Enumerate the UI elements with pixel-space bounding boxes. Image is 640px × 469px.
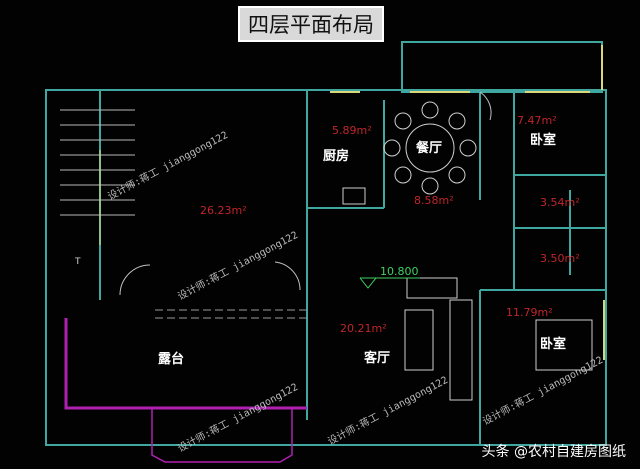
- terrace-edge: [155, 309, 307, 319]
- bedroom2-label: 卧室: [540, 336, 566, 352]
- watermark: 设计师:蒋工 jianggong122: [105, 128, 230, 203]
- bath2-area: 3.50m²: [540, 252, 580, 265]
- terrace-railing: [64, 318, 307, 463]
- bath1-area: 3.54m²: [540, 196, 580, 209]
- bedroom1-area: 7.47m²: [517, 114, 557, 127]
- kitchen-area: 5.89m²: [332, 124, 372, 137]
- kitchen-label: 厨房: [323, 148, 349, 164]
- watermark: 设计师:蒋工 jianggong122: [480, 353, 605, 428]
- watermark: 设计师:蒋工 jianggong122: [175, 380, 300, 455]
- dining-label: 餐厅: [415, 140, 442, 156]
- watermark: 设计师:蒋工 jianggong122: [325, 373, 450, 448]
- bedroom1-label: 卧室: [530, 132, 556, 148]
- stairs: [60, 109, 135, 245]
- door-swings: [119, 91, 492, 296]
- stair-mark: T: [74, 257, 81, 267]
- living-label: 客厅: [364, 350, 390, 366]
- dining-area: 8.58m²: [414, 194, 454, 207]
- elevation-marker: [359, 277, 420, 289]
- walls: [45, 41, 607, 446]
- bedroom2-area: 11.79m²: [506, 306, 553, 319]
- furniture: [342, 101, 593, 401]
- watermark: 设计师:蒋工 jianggong122: [175, 228, 300, 303]
- elevation-text: 10.800: [380, 265, 419, 278]
- terrace-label: 露台: [158, 351, 184, 367]
- source-credit: 头条 @农村自建房图纸: [481, 444, 626, 460]
- hall-area: 26.23m²: [200, 204, 247, 217]
- living-area: 20.21m²: [340, 322, 387, 335]
- page-title: 四层平面布局: [238, 6, 384, 42]
- windows: [330, 45, 605, 360]
